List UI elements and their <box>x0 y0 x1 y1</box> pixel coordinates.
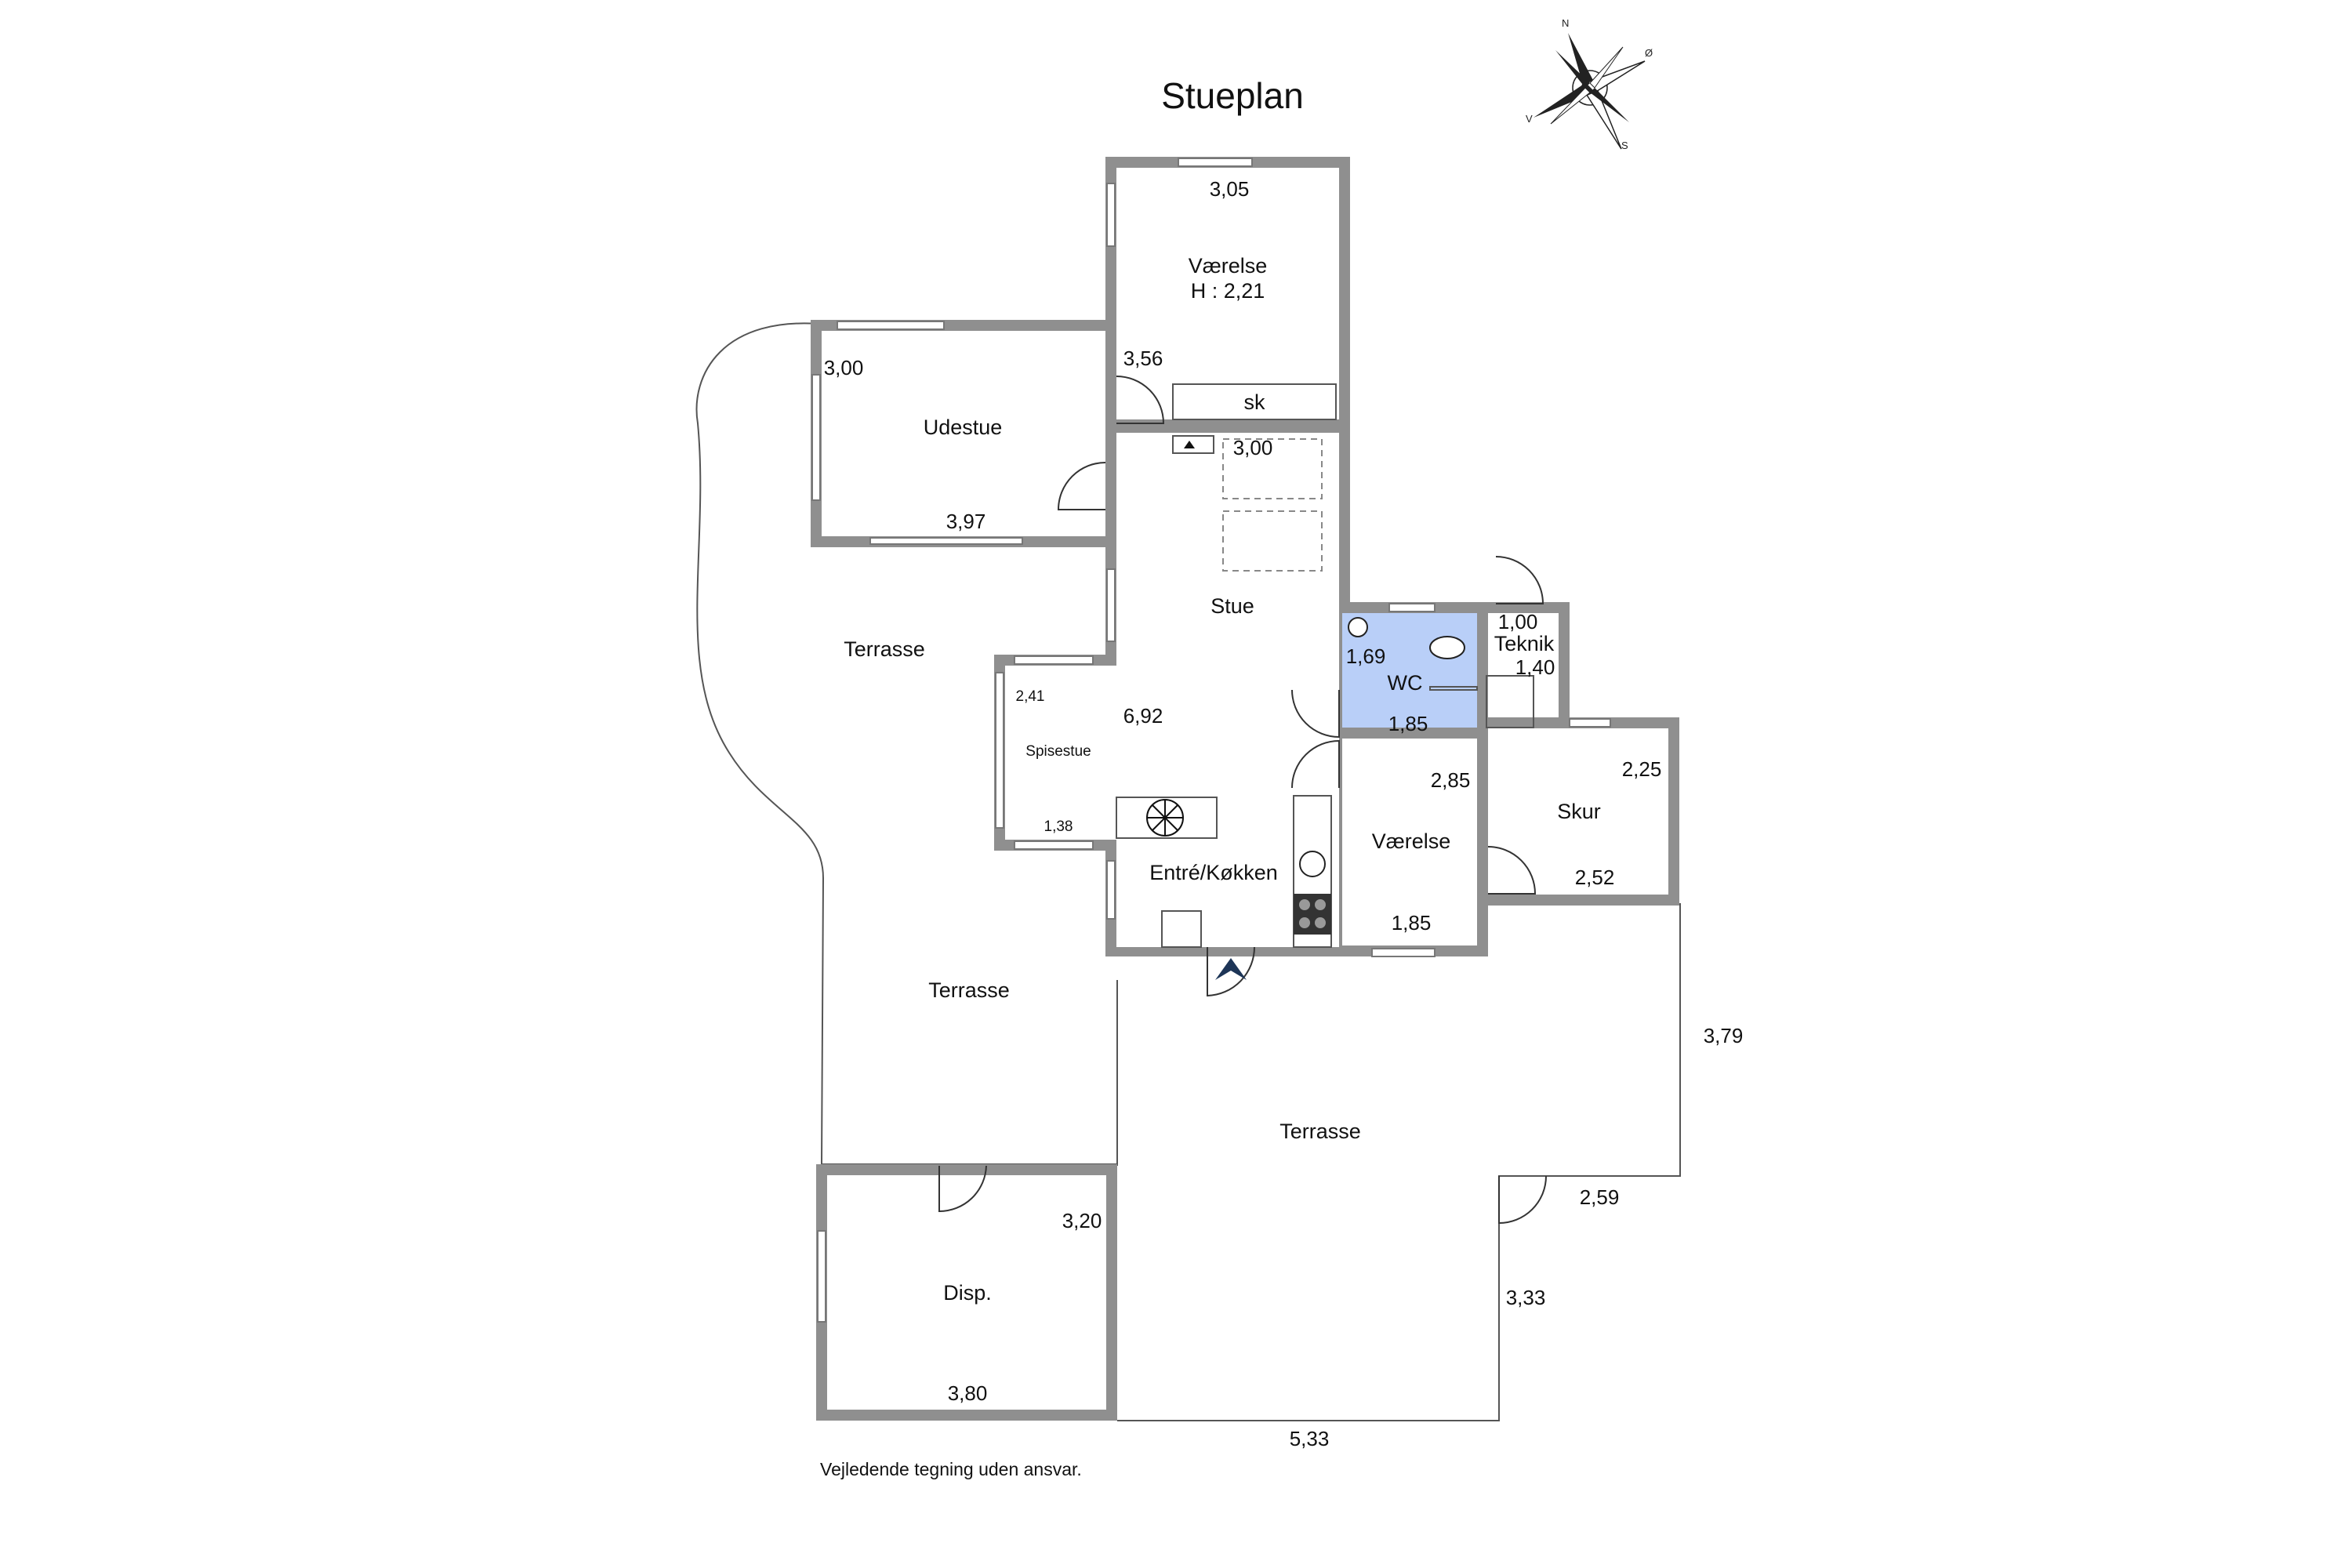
dim-169: 1,69 <box>1346 644 1386 668</box>
dim-356: 3,56 <box>1123 347 1163 370</box>
label-vaerelse-top: Værelse <box>1189 254 1268 278</box>
dim-100: 1,00 <box>1498 610 1538 633</box>
compass-s: S <box>1621 140 1628 151</box>
dim-379: 3,79 <box>1704 1024 1744 1047</box>
label-terrasse-left: Terrasse <box>844 637 925 661</box>
label-teknik: Teknik <box>1494 632 1555 655</box>
label-stue: Stue <box>1210 594 1254 618</box>
compass-n: N <box>1562 17 1569 29</box>
windows <box>811 158 1611 1323</box>
compass-o: Ø <box>1645 47 1653 59</box>
dim-333: 3,33 <box>1506 1286 1546 1309</box>
dimension-labels: 3,05 3,56 3,00 3,97 3,00 6,92 2,41 1,38 … <box>824 177 1744 1450</box>
fixtures <box>1116 383 1534 948</box>
dim-533: 5,33 <box>1290 1427 1330 1450</box>
label-wc: WC <box>1388 671 1423 695</box>
doors <box>938 376 1547 1225</box>
dim-259: 2,59 <box>1580 1185 1620 1209</box>
dim-692: 6,92 <box>1123 704 1163 728</box>
label-skur: Skur <box>1557 800 1601 823</box>
dim-285: 2,85 <box>1431 768 1471 792</box>
dim-300-stue: 3,00 <box>1233 436 1273 459</box>
toilet-icon <box>1429 636 1465 659</box>
room-disp <box>816 1164 1117 1421</box>
dim-300-udestue: 3,00 <box>824 356 864 379</box>
dim-397: 3,97 <box>946 510 986 533</box>
dim-185-vaer: 1,85 <box>1392 911 1432 935</box>
room-labels: Værelse H : 2,21 sk Udestue Stue Terrass… <box>844 254 1601 1305</box>
entrance-arrow-icon <box>1215 958 1247 980</box>
basin-icon <box>1348 617 1368 637</box>
house-walls <box>994 157 1679 956</box>
dim-138: 1,38 <box>1044 818 1073 835</box>
label-terrasse-right: Terrasse <box>1279 1120 1361 1143</box>
interior-walls <box>1116 419 1488 947</box>
compass-rose-icon: N Ø S V <box>1526 17 1653 151</box>
disclaimer-text: Vejledende tegning uden ansvar. <box>820 1459 1082 1479</box>
label-entre-kokken: Entré/Køkken <box>1149 861 1278 884</box>
dim-185-wc: 1,85 <box>1388 712 1428 735</box>
dim-305: 3,05 <box>1210 177 1250 201</box>
plan-title: Stueplan <box>1161 75 1304 116</box>
label-spisestue: Spisestue <box>1025 743 1091 760</box>
label-vaerelse-top-height: H : 2,21 <box>1191 279 1265 303</box>
compass-v: V <box>1526 113 1533 125</box>
dim-140: 1,40 <box>1515 655 1555 679</box>
dim-225: 2,25 <box>1622 757 1662 781</box>
dim-252: 2,52 <box>1575 866 1615 889</box>
label-udestue: Udestue <box>924 416 1003 439</box>
dim-241: 2,41 <box>1016 688 1045 705</box>
dim-380: 3,80 <box>948 1381 988 1405</box>
sink-icon <box>1299 851 1326 877</box>
label-disp: Disp. <box>943 1281 992 1305</box>
label-vaerelse-mid: Værelse <box>1372 829 1451 853</box>
dim-320: 3,20 <box>1062 1209 1102 1232</box>
label-terrasse-mid: Terrasse <box>928 978 1010 1002</box>
stove-icon <box>1294 894 1331 935</box>
label-sk: sk <box>1244 390 1266 414</box>
